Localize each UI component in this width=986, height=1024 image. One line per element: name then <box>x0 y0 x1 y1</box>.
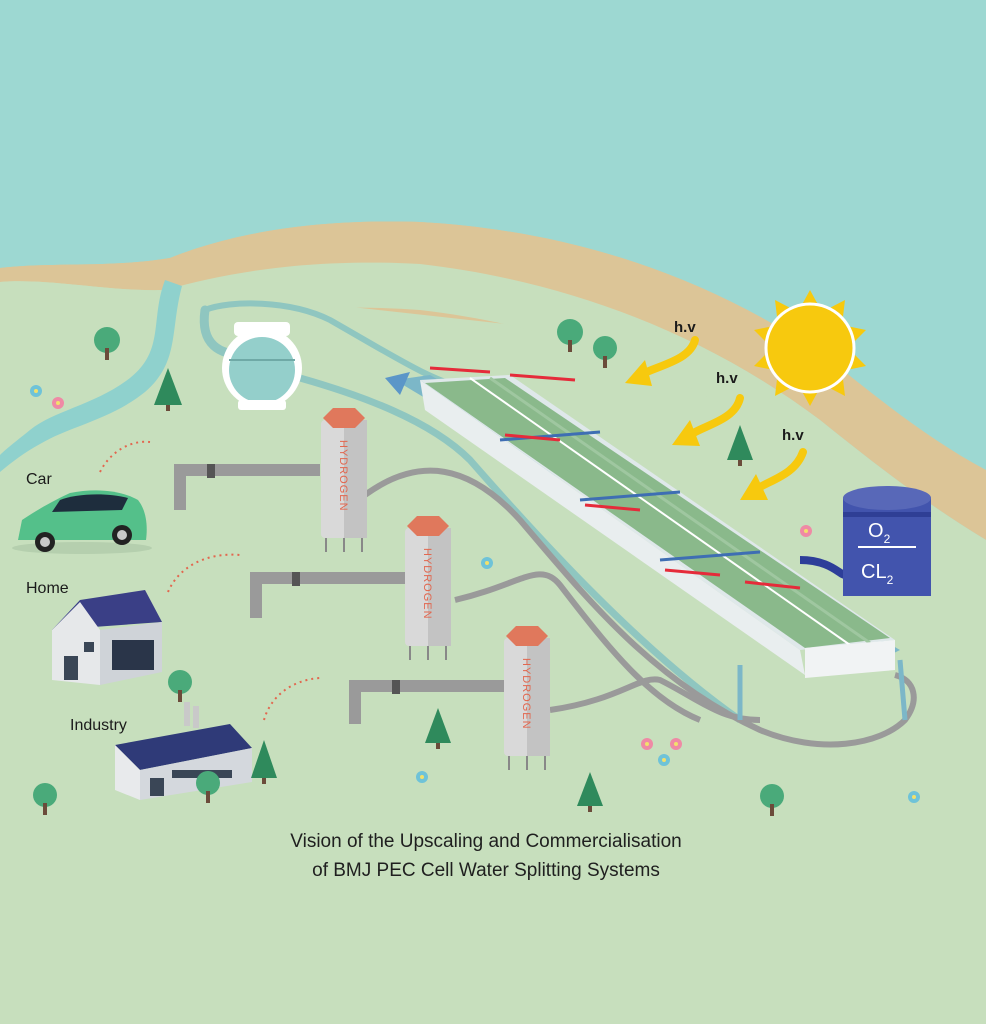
silo-3-label: HYDROGEN <box>520 658 532 730</box>
home-label: Home <box>26 580 69 597</box>
light-label-3: h.v <box>782 427 804 444</box>
hydrogen-silo-1 <box>174 408 367 552</box>
home-connector <box>167 553 241 593</box>
sea <box>0 0 986 560</box>
car-connector <box>99 440 151 473</box>
gas-pipe-b <box>454 571 702 723</box>
industry-label: Industry <box>70 717 127 734</box>
tree-icons <box>33 319 784 816</box>
water-reservoir-icon <box>222 322 302 410</box>
caption-line-2: of BMJ PEC Cell Water Splitting Systems <box>312 860 660 881</box>
sun-icon <box>754 290 866 406</box>
caption-line-1: Vision of the Upscaling and Commercialis… <box>290 831 681 852</box>
hydrogen-silo-2 <box>250 516 451 660</box>
pec-panel-array <box>385 366 908 721</box>
light-label-1: h.v <box>674 319 696 336</box>
silo-2-label: HYDROGEN <box>421 548 433 620</box>
hydrogen-silo-3 <box>349 626 550 770</box>
car-icon <box>12 490 152 554</box>
shore-land <box>0 262 986 580</box>
water-pipe-b <box>299 374 743 723</box>
light-arrows <box>625 336 807 500</box>
home-icon <box>52 590 162 685</box>
tank-top-label: O2 <box>868 520 891 546</box>
gas-pipe-c <box>549 676 761 723</box>
light-label-2: h.v <box>716 370 738 387</box>
car-label: Car <box>26 471 52 488</box>
flower-icons <box>30 385 920 803</box>
tank-bottom-label: CL2 <box>861 561 894 587</box>
river <box>0 280 182 472</box>
industry-connector <box>263 677 321 721</box>
silo-1-label: HYDROGEN <box>337 440 349 512</box>
gas-tank-icon <box>799 486 931 596</box>
